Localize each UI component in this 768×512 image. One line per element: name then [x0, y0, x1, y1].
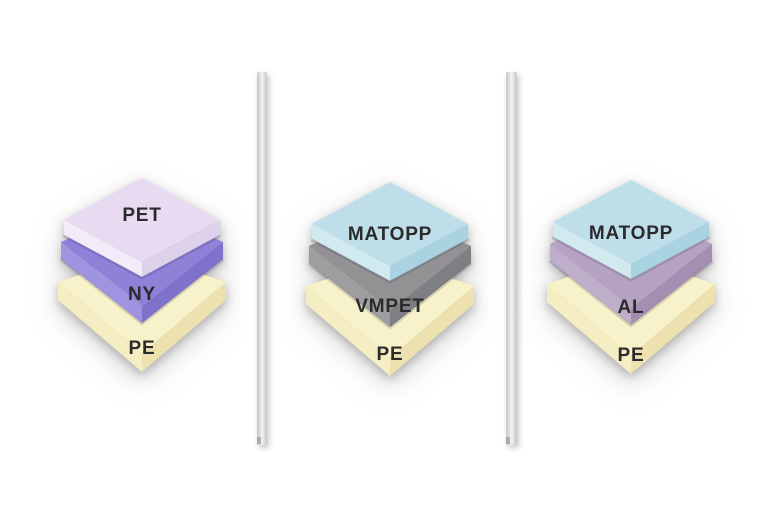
al-left-face: [550, 244, 631, 325]
stack-matopp-al-pe: MATOPP AL PE: [547, 180, 715, 374]
divider-endcap: [257, 437, 261, 444]
pet-layer: [62, 178, 222, 280]
pet-right-face: [142, 220, 220, 277]
matopp-al-seam: [551, 236, 711, 282]
pet-label: PET: [122, 205, 161, 226]
pet-ny-seam: [62, 234, 222, 280]
ny-left-face: [61, 242, 142, 323]
vmpet-pe-seam: [307, 262, 473, 330]
matopp-right-face: [390, 224, 468, 281]
pe-label: PE: [377, 344, 404, 365]
pe-right-face: [142, 282, 226, 372]
ny-pe-seam: [59, 258, 225, 326]
ny-label: NY: [128, 284, 156, 305]
matopp-layer: [310, 182, 470, 284]
divider-line-2: [506, 72, 517, 445]
ny-right-face: [142, 242, 223, 323]
matopp-layer: [551, 180, 711, 282]
pe-label: PE: [129, 338, 156, 359]
al-right-face: [631, 244, 712, 325]
matopp-label: MATOPP: [589, 223, 673, 244]
pe-left-face: [58, 282, 142, 372]
matopp-left-face: [553, 222, 631, 279]
matopp-vmpet-seam: [310, 238, 470, 284]
al-pe-seam: [548, 260, 714, 328]
divider-bar: [257, 72, 267, 445]
pe-left-face: [547, 284, 631, 374]
vmpet-right-face: [390, 246, 471, 327]
matopp-left-face: [312, 224, 390, 281]
pet-left-face: [64, 220, 142, 277]
pe-right-face: [390, 286, 474, 376]
pe-left-face: [306, 286, 390, 376]
vmpet-label: VMPET: [355, 296, 424, 317]
divider-endcap: [506, 437, 510, 444]
matopp-right-face: [631, 222, 709, 279]
stack-pet-ny-pe: PET NY PE: [58, 178, 226, 372]
al-label: AL: [618, 297, 645, 318]
pe-right-face: [631, 284, 715, 374]
pe-label: PE: [618, 345, 645, 366]
vmpet-left-face: [309, 246, 390, 327]
divider-line-1: [257, 72, 267, 445]
divider-bar: [506, 72, 517, 445]
matopp-label: MATOPP: [348, 224, 432, 245]
stack-matopp-vmpet-pe: MATOPP VMPET PE: [306, 182, 474, 376]
